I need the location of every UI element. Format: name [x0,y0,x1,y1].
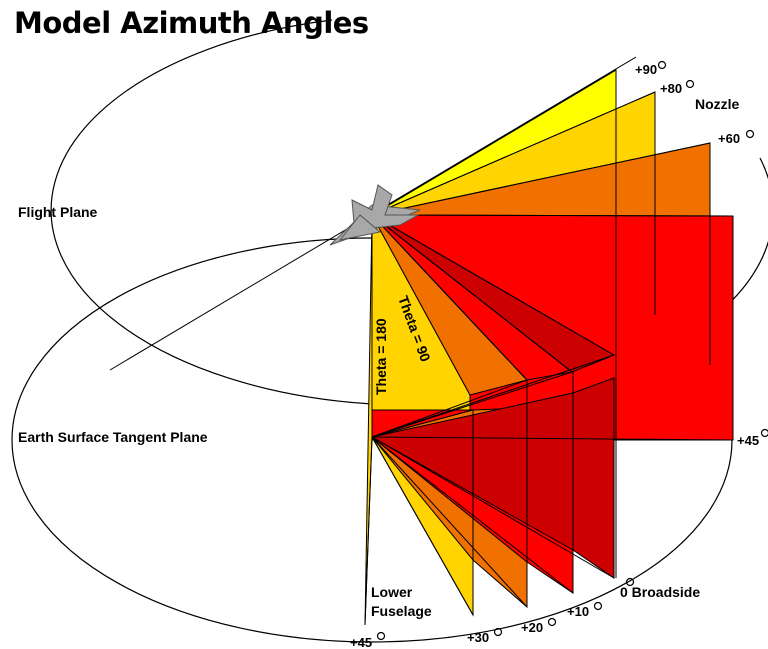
angle-labels: +90 +80 +60 +45 0 Broadside +10 +20 +30 … [350,60,768,649]
lower-fans [364,214,616,626]
fuselage-label: Fuselage [371,603,432,619]
angle-plus10: +10 [567,604,589,619]
angle-plus45-right: +45 [737,433,759,448]
angle-broadside: 0 Broadside [620,584,700,600]
radial-lines [109,56,734,626]
earth-plane-label: Earth Surface Tangent Plane [18,429,208,445]
angle-plus90: +90 [635,62,657,77]
angle-plus60: +60 [718,131,740,146]
wedge-left [364,214,373,626]
angle-plus20: +20 [521,620,543,635]
lower-label: Lower [371,584,413,600]
wedge-broadside [370,377,615,579]
angle-plus45-bottom: +45 [350,635,372,649]
nozzle-label: Nozzle [695,96,740,112]
theta180-label: Theta = 180 [373,318,389,395]
aircraft-icon [329,184,421,246]
angle-plus80: +80 [660,81,682,96]
flight-plane-label: Flight Plane [18,204,98,220]
angle-plus30: +30 [467,630,489,645]
